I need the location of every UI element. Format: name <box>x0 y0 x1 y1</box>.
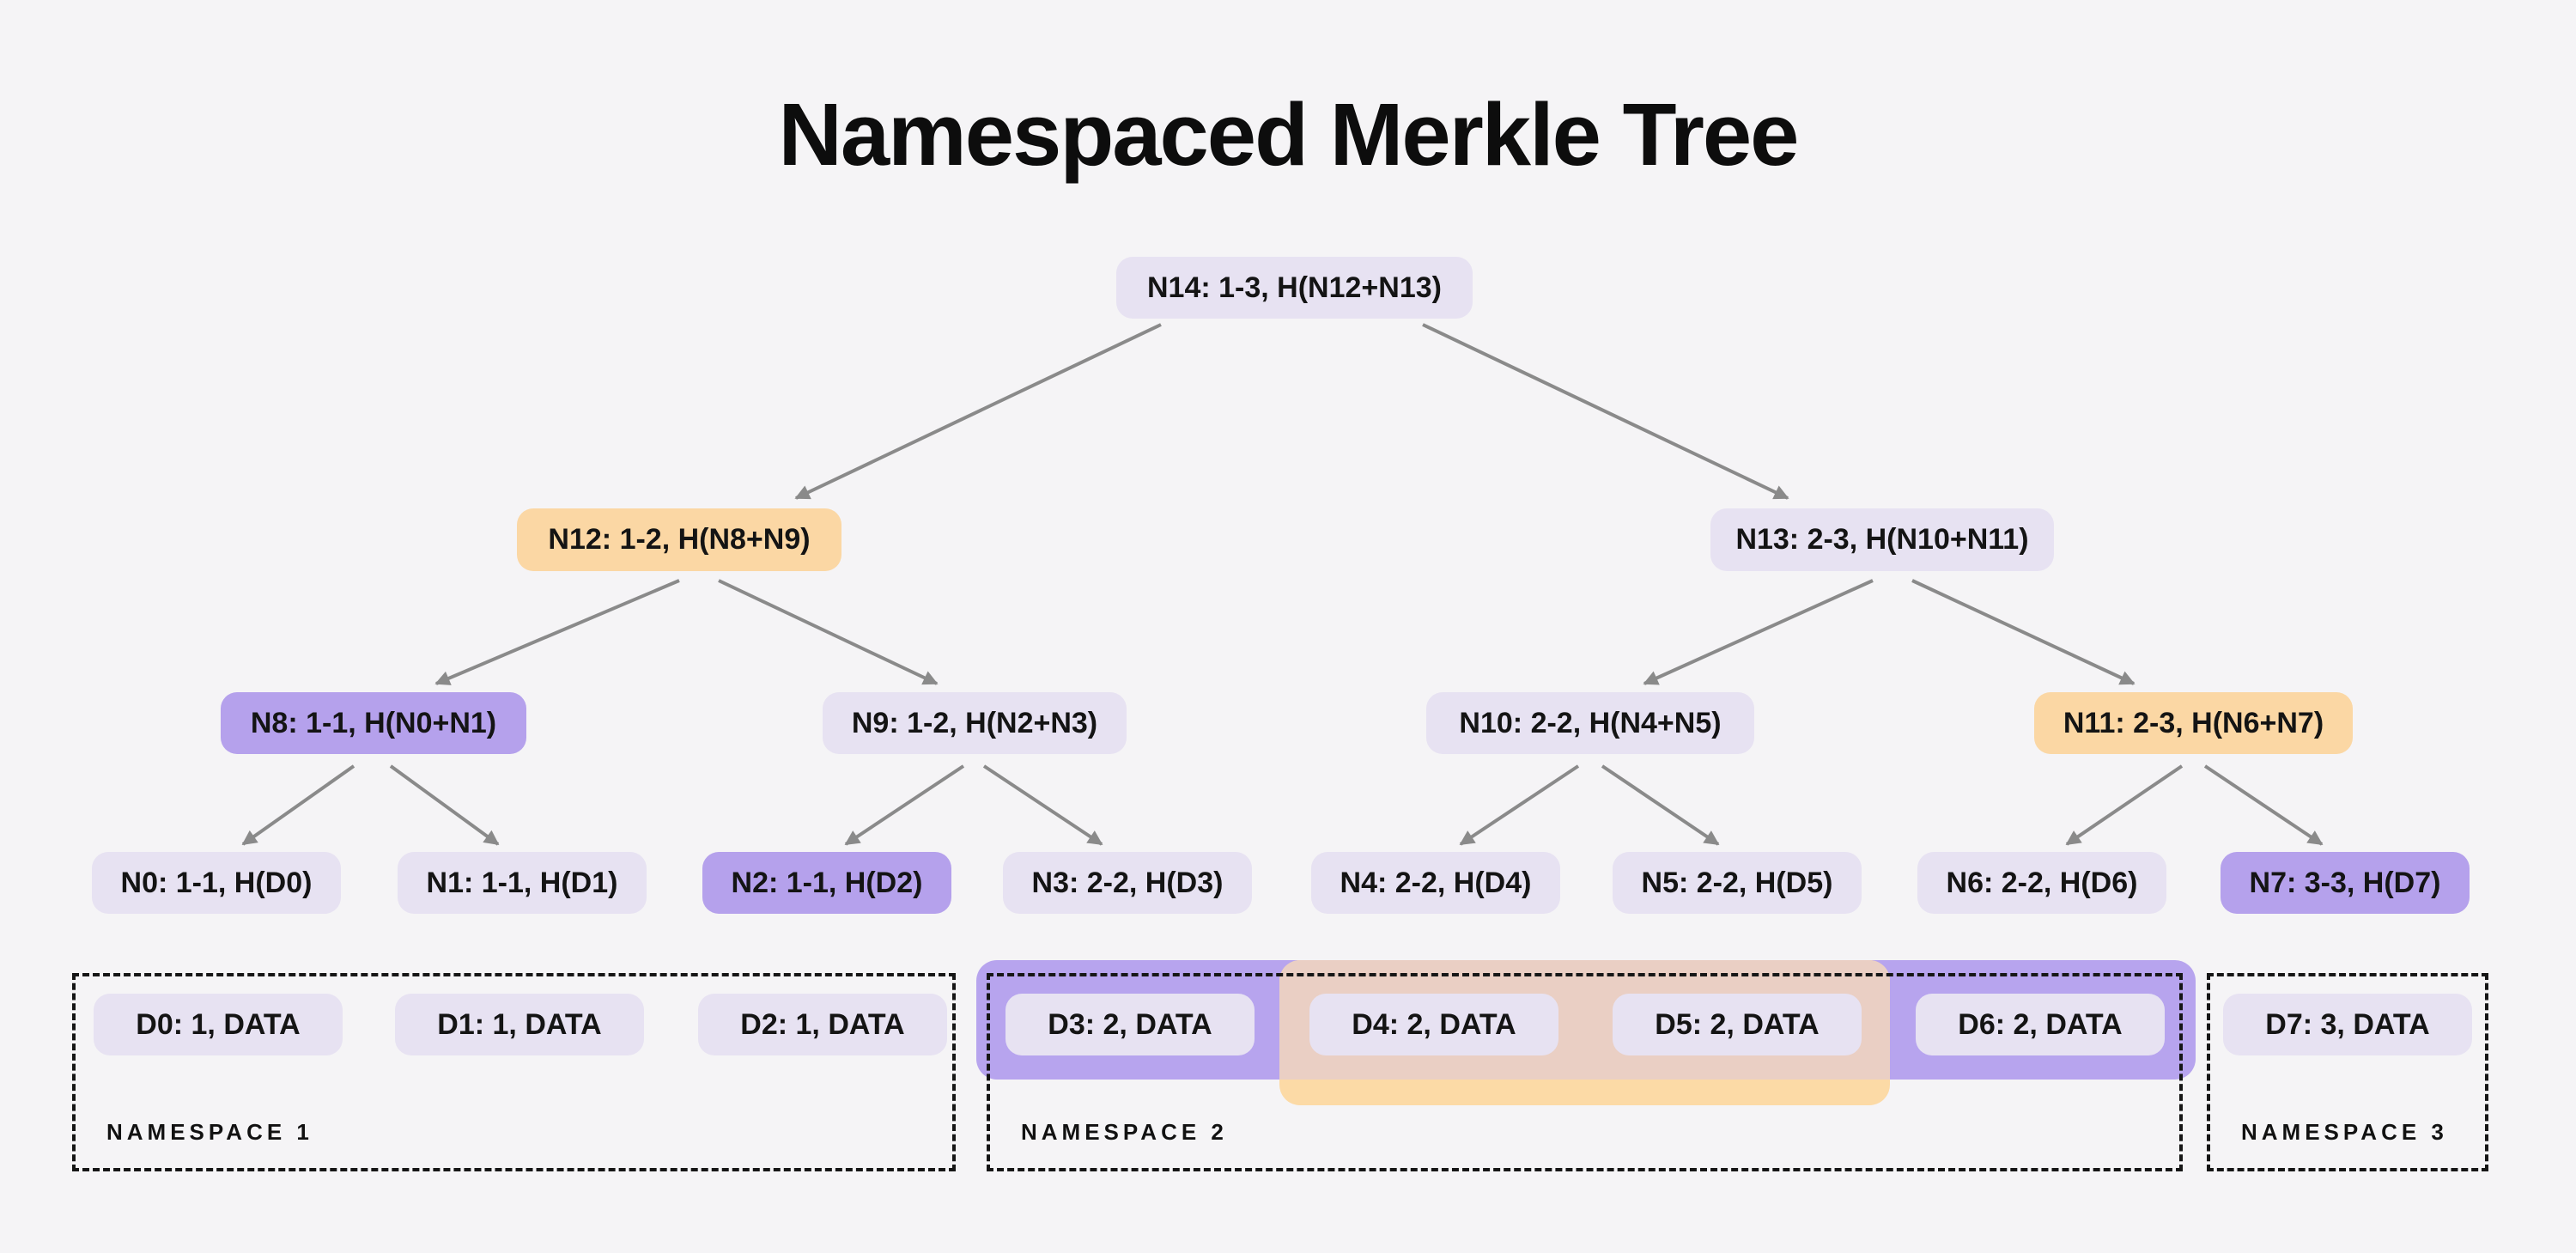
namespace-2-label: NAMESPACE 2 <box>1021 1119 1228 1145</box>
tree-node-N3: N3: 2-2, H(D3) <box>1003 852 1252 914</box>
tree-node-N8: N8: 1-1, H(N0+N1) <box>221 692 526 754</box>
tree-node-N7: N7: 3-3, H(D7) <box>2221 852 2470 914</box>
edge-N10-N4 <box>1459 764 1580 846</box>
data-box-D0: D0: 1, DATA <box>94 994 343 1055</box>
data-box-D5: D5: 2, DATA <box>1613 994 1862 1055</box>
edge-N8-N1 <box>389 764 500 846</box>
data-box-D3: D3: 2, DATA <box>1005 994 1255 1055</box>
edge-N11-N7 <box>2203 764 2324 846</box>
edge-N13-N11 <box>1911 579 2136 685</box>
edge-N12-N9 <box>718 579 939 685</box>
edge-N9-N3 <box>982 764 1103 846</box>
edge-N9-N2 <box>844 764 965 846</box>
edge-N12-N8 <box>434 579 680 685</box>
data-box-D1: D1: 1, DATA <box>395 994 644 1055</box>
tree-node-N5: N5: 2-2, H(D5) <box>1613 852 1862 914</box>
tree-node-N4: N4: 2-2, H(D4) <box>1311 852 1560 914</box>
tree-node-N12: N12: 1-2, H(N8+N9) <box>517 508 841 571</box>
tree-node-N9: N9: 1-2, H(N2+N3) <box>823 692 1127 754</box>
data-box-D7: D7: 3, DATA <box>2223 994 2472 1055</box>
namespace-1-box: NAMESPACE 1 <box>72 973 956 1171</box>
edge-N13-N10 <box>1643 579 1874 685</box>
tree-node-N10: N10: 2-2, H(N4+N5) <box>1426 692 1754 754</box>
namespace-3-label: NAMESPACE 3 <box>2241 1119 2448 1145</box>
edge-N14-N13 <box>1422 323 1789 500</box>
tree-node-N13: N13: 2-3, H(N10+N11) <box>1710 508 2054 571</box>
data-box-D6: D6: 2, DATA <box>1916 994 2165 1055</box>
edge-N14-N12 <box>794 323 1162 500</box>
diagram-title: Namespaced Merkle Tree <box>778 85 1800 184</box>
namespace-3-box: NAMESPACE 3 <box>2207 973 2488 1171</box>
edge-N8-N0 <box>241 764 355 846</box>
namespace-2-box: NAMESPACE 2 <box>987 973 2183 1171</box>
data-box-D2: D2: 1, DATA <box>698 994 947 1055</box>
tree-node-N6: N6: 2-2, H(D6) <box>1917 852 2166 914</box>
tree-node-N0: N0: 1-1, H(D0) <box>92 852 341 914</box>
namespace-1-label: NAMESPACE 1 <box>106 1119 313 1145</box>
tree-node-N1: N1: 1-1, H(D1) <box>398 852 647 914</box>
tree-node-N14: N14: 1-3, H(N12+N13) <box>1116 257 1473 319</box>
tree-node-N11: N11: 2-3, H(N6+N7) <box>2034 692 2353 754</box>
edge-N10-N5 <box>1601 764 1720 846</box>
data-box-D4: D4: 2, DATA <box>1309 994 1558 1055</box>
edge-N11-N6 <box>2065 764 2184 846</box>
tree-node-N2: N2: 1-1, H(D2) <box>702 852 951 914</box>
